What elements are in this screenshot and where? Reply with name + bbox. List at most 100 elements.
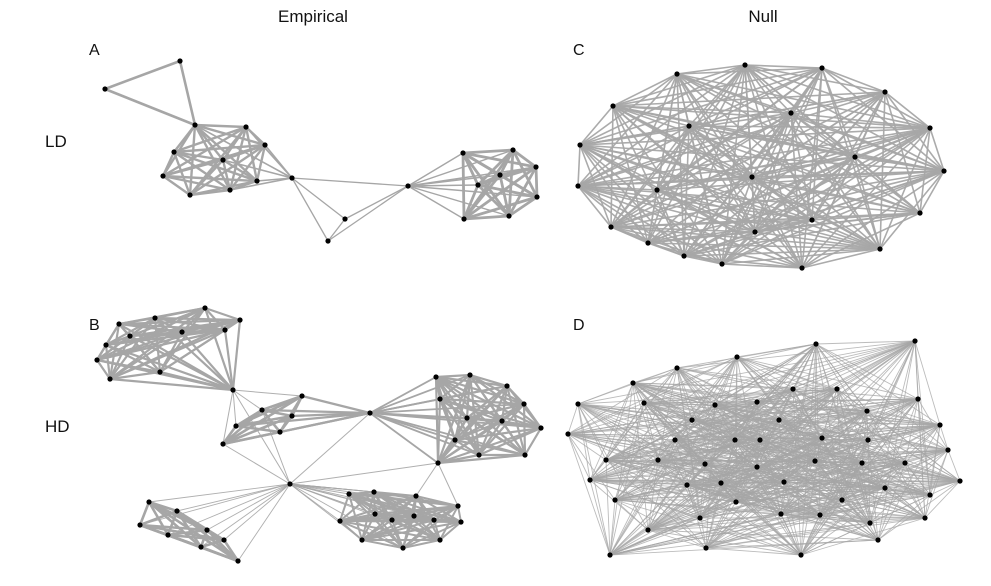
panel-d-edge: [674, 401, 758, 441]
panel-b-edge: [232, 389, 263, 411]
panel-d-node: [734, 354, 740, 360]
panel-d-edge: [589, 479, 785, 483]
panel-d-edge: [699, 439, 761, 519]
panel-d-edge: [800, 514, 821, 556]
panel-d-edge: [819, 480, 961, 516]
panel-b-edge: [138, 509, 179, 527]
panel-d-edge: [609, 439, 736, 556]
panel-b-node: [372, 511, 378, 517]
panel-b-node: [458, 519, 464, 525]
panel-a-node: [460, 150, 466, 156]
panel-d-edge: [674, 439, 906, 464]
panel-c-node: [749, 174, 755, 180]
panel-d-node: [565, 431, 571, 437]
panel-b-node: [287, 481, 293, 487]
panel-b-edge: [374, 495, 417, 515]
panel-a-node: [192, 122, 198, 128]
panel-b-edge: [203, 306, 235, 392]
panel-b-node: [371, 489, 377, 495]
panel-b-node: [152, 315, 158, 321]
panel-c-edge: [688, 67, 823, 127]
row-label-ld: LD: [45, 132, 67, 151]
panel-d-edge: [734, 388, 838, 441]
panel-a-edge: [103, 87, 197, 127]
panel-a-edge: [172, 125, 248, 154]
panel-b-node: [499, 418, 505, 424]
panel-d-edge: [756, 466, 931, 496]
panel-d-node: [927, 492, 933, 498]
panel-d-edge: [643, 402, 659, 461]
panel-b-edge: [234, 411, 372, 428]
panel-d-edge: [643, 402, 716, 406]
panel-d-node: [612, 497, 618, 503]
panel-label-d: D: [573, 317, 585, 334]
panel-a-node: [506, 213, 512, 219]
panel-c-edge: [612, 105, 792, 114]
panel-c-edge: [577, 144, 581, 187]
panel-d-edge: [686, 484, 802, 556]
panel-d-edge: [704, 449, 949, 465]
panel-c-edge: [683, 212, 921, 257]
panel-d-edge: [605, 404, 716, 461]
panel-d-node: [645, 527, 651, 533]
panel-d-node: [875, 537, 881, 543]
panel-c-edge: [688, 125, 921, 214]
panel-b-edge: [369, 412, 526, 456]
panel-b-edge: [402, 521, 462, 549]
panel-d-edge: [720, 439, 761, 484]
panel-d-edge: [674, 398, 919, 441]
panel-d-node: [819, 435, 825, 441]
panel-c-edge: [656, 189, 685, 257]
panel-d-edge: [647, 529, 879, 541]
panel-c-edge: [854, 156, 881, 250]
panel-c-edge: [801, 248, 881, 269]
panel-b-edge: [369, 374, 471, 414]
panel-d-edge: [939, 424, 949, 451]
panel-c-edge: [790, 91, 886, 114]
panel-c-edge: [647, 242, 881, 250]
panel-c-edge: [610, 105, 614, 228]
column-title-empirical: Empirical: [278, 7, 348, 26]
panel-d-edge: [674, 439, 737, 503]
panel-c-edge: [688, 125, 723, 265]
panel-b-edge: [232, 389, 291, 485]
panel-b-node: [522, 452, 528, 458]
panel-d-edge: [589, 419, 693, 481]
panel-d-edge: [914, 340, 941, 426]
panel-d-edge: [819, 462, 906, 516]
panel-a-edge: [188, 123, 197, 197]
panel-b-node: [233, 423, 239, 429]
panel-d-edge: [792, 388, 869, 441]
panel-c-edge: [929, 127, 945, 172]
panel-b-edge: [289, 483, 462, 523]
panel-c-edge: [884, 91, 921, 214]
panel-a-node: [497, 172, 503, 178]
panel-b-edge: [413, 495, 417, 517]
panel-b-edge: [339, 491, 375, 522]
panel-b-node: [437, 396, 443, 402]
panel-a-edge: [194, 124, 293, 179]
panel-a-edge: [507, 195, 539, 218]
panel-c-node: [877, 246, 883, 252]
panel-a-edge: [462, 195, 539, 221]
panel-b-edge: [522, 402, 543, 430]
panel-d-edge: [647, 517, 926, 531]
panel-a-edge: [161, 174, 192, 197]
panel-c-edge: [676, 73, 856, 158]
panel-a-edge: [221, 158, 259, 183]
panel-b-edge: [436, 419, 504, 465]
panel-a-edge: [193, 123, 248, 129]
panel-d-node: [915, 396, 921, 402]
panel-d-edge: [929, 424, 941, 496]
panel-b-edge: [465, 373, 472, 420]
panel-c-edge: [884, 91, 931, 129]
panel-d-edge: [736, 356, 838, 390]
panel-b-node: [202, 305, 208, 311]
panel-b-node: [235, 558, 241, 564]
panel-b-node: [367, 410, 373, 416]
panel-b-edge: [433, 505, 459, 521]
panel-c-edge: [811, 67, 823, 221]
panel-d-edge: [589, 402, 645, 481]
panel-c-edge: [790, 112, 931, 129]
panel-b-edge: [289, 462, 439, 485]
